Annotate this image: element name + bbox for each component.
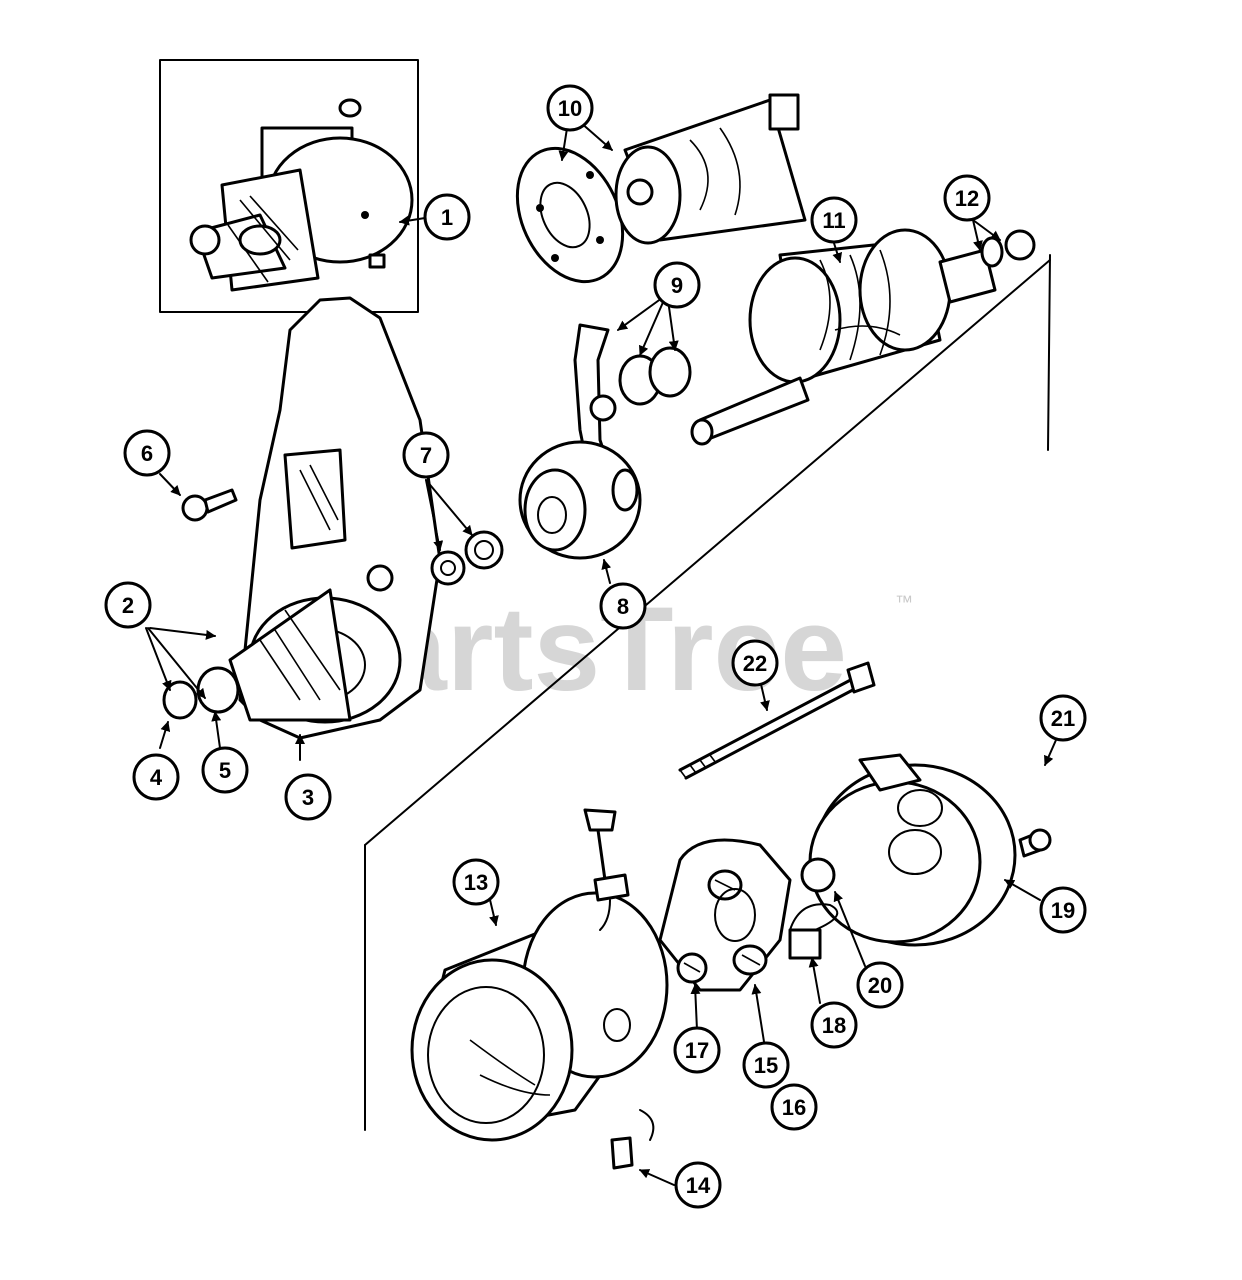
rear-end-cover — [800, 753, 1017, 947]
solenoid — [515, 93, 807, 284]
svg-text:3: 3 — [302, 785, 314, 810]
armature — [690, 228, 1036, 446]
svg-text:15: 15 — [754, 1053, 778, 1078]
callout-6: 6 — [123, 429, 171, 477]
thrust-washers — [430, 530, 504, 586]
assembled-starter-inset — [159, 59, 419, 313]
svg-text:5: 5 — [219, 758, 231, 783]
callouts: 1 2 3 4 5 6 7 8 9 10 11 12 13 14 15 16 1… — [104, 84, 1087, 1209]
callout-16: 16 — [770, 1083, 818, 1131]
callout-19: 19 — [1039, 886, 1087, 934]
assembled-starter-illustration — [189, 98, 414, 292]
brush-with-lead — [788, 903, 839, 960]
pinion-clutch — [518, 440, 642, 560]
assembly-guide-lines — [364, 254, 1051, 1131]
svg-text:10: 10 — [558, 96, 582, 121]
callout-1: 1 — [423, 193, 471, 241]
svg-text:4: 4 — [150, 765, 163, 790]
callout-7: 7 — [402, 431, 450, 479]
callout-11: 11 — [810, 196, 858, 244]
callout-4: 4 — [132, 753, 180, 801]
callout-22: 22 — [731, 639, 779, 687]
svg-text:11: 11 — [822, 208, 845, 233]
callout-10: 10 — [546, 84, 594, 132]
svg-text:16: 16 — [782, 1095, 806, 1120]
svg-text:19: 19 — [1051, 898, 1075, 923]
callout-21: 21 — [1039, 694, 1087, 742]
watermark-trademark: ™ — [895, 592, 913, 612]
shift-lever — [573, 323, 692, 472]
svg-text:18: 18 — [822, 1013, 846, 1038]
brush-holder — [658, 838, 792, 992]
yoke-field-frame — [410, 808, 669, 1170]
svg-text:12: 12 — [955, 186, 979, 211]
svg-text:9: 9 — [671, 273, 683, 298]
callout-20: 20 — [856, 961, 904, 1009]
callout-18: 18 — [810, 1001, 858, 1049]
callout-3: 3 — [284, 773, 332, 821]
svg-text:22: 22 — [743, 651, 767, 676]
svg-text:1: 1 — [441, 205, 453, 230]
callout-9: 9 — [653, 261, 701, 309]
callout-15: 15 — [742, 1041, 790, 1089]
svg-text:21: 21 — [1051, 706, 1075, 731]
callout-2: 2 — [104, 581, 152, 629]
svg-text:20: 20 — [868, 973, 892, 998]
through-bolt — [678, 661, 876, 780]
callout-8: 8 — [599, 582, 647, 630]
svg-text:13: 13 — [464, 870, 488, 895]
callout-13: 13 — [452, 858, 500, 906]
svg-text:7: 7 — [420, 443, 432, 468]
callout-17: 17 — [673, 1026, 721, 1074]
svg-text:14: 14 — [686, 1173, 711, 1198]
svg-text:8: 8 — [617, 594, 629, 619]
cover-screw — [1018, 828, 1052, 858]
callout-14: 14 — [674, 1161, 722, 1209]
svg-text:6: 6 — [141, 441, 153, 466]
callout-5: 5 — [201, 746, 249, 794]
svg-text:2: 2 — [122, 593, 134, 618]
svg-text:17: 17 — [685, 1038, 709, 1063]
drive-end-housing — [162, 296, 442, 740]
callout-12: 12 — [943, 174, 991, 222]
through-screw — [181, 488, 238, 522]
